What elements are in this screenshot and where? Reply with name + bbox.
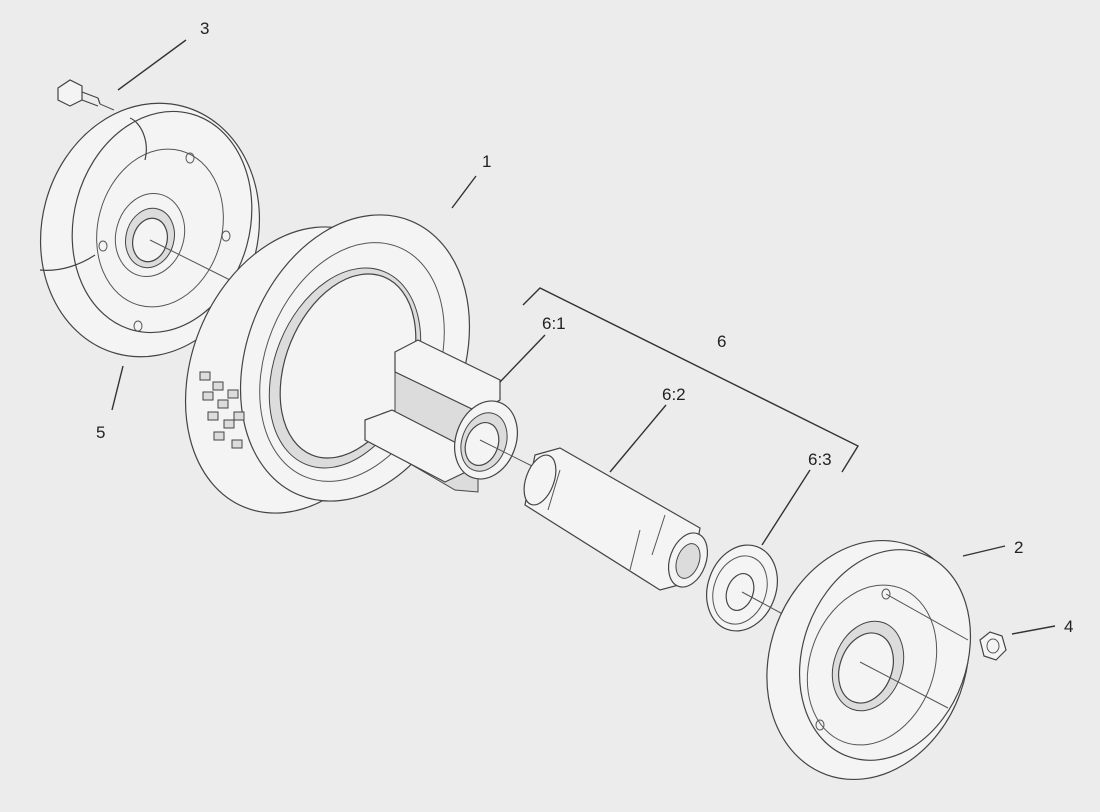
part-1-tire [184,214,471,514]
part-6-2-spacer-tube [523,447,709,591]
assembly-6-bracket [522,287,859,473]
callout-3: 3 [200,19,209,38]
callout-6: 6 [717,332,726,351]
part-5-hub-half [39,102,261,358]
leader-lines [111,39,1056,635]
part-4-nut [979,631,1007,661]
callout-6-1: 6:1 [542,314,566,333]
tread-blocks [199,371,245,449]
callout-6-3: 6:3 [808,450,832,469]
callout-6-2: 6:2 [662,385,686,404]
callout-2: 2 [1014,538,1023,557]
part-3-bolt [57,79,115,111]
part-2-hub-half [766,539,972,781]
callout-5: 5 [96,423,105,442]
part-6-3-washer [706,544,791,632]
callout-1: 1 [482,152,491,171]
callout-4: 4 [1064,617,1073,636]
part-6-1-hub-insert [364,339,541,493]
